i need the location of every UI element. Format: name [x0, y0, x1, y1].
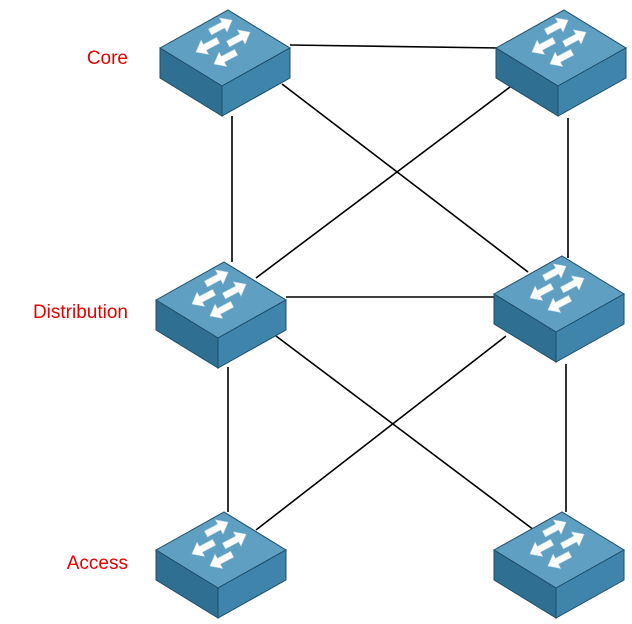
switches-layer	[155, 9, 627, 619]
link-core-left-to-distribution-right	[281, 83, 529, 273]
tier-label-access: Access	[67, 553, 128, 574]
tier-labels: Core Distribution Access	[33, 48, 128, 574]
link-distribution-right-to-access-left	[255, 335, 507, 531]
switch-right-face	[217, 549, 287, 619]
switch-right-face	[557, 47, 627, 117]
switch-distribution-left[interactable]	[155, 261, 287, 369]
switch-right-face	[217, 299, 287, 369]
switch-access-right[interactable]	[493, 511, 625, 619]
switch-right-face	[555, 549, 625, 619]
links-layer	[227, 44, 569, 531]
link-distribution-left-to-access-right	[275, 335, 535, 531]
link-core-right-to-distribution-left	[255, 83, 515, 279]
switch-distribution-right[interactable]	[493, 255, 625, 363]
switch-core-left[interactable]	[159, 9, 291, 117]
switch-right-face	[221, 47, 291, 117]
link-core-left-to-core-right	[289, 44, 501, 49]
tier-label-core: Core	[87, 48, 128, 69]
switch-right-face	[555, 293, 625, 363]
tier-label-distribution: Distribution	[33, 302, 128, 323]
switch-access-left[interactable]	[155, 511, 287, 619]
switch-core-right[interactable]	[495, 9, 627, 117]
